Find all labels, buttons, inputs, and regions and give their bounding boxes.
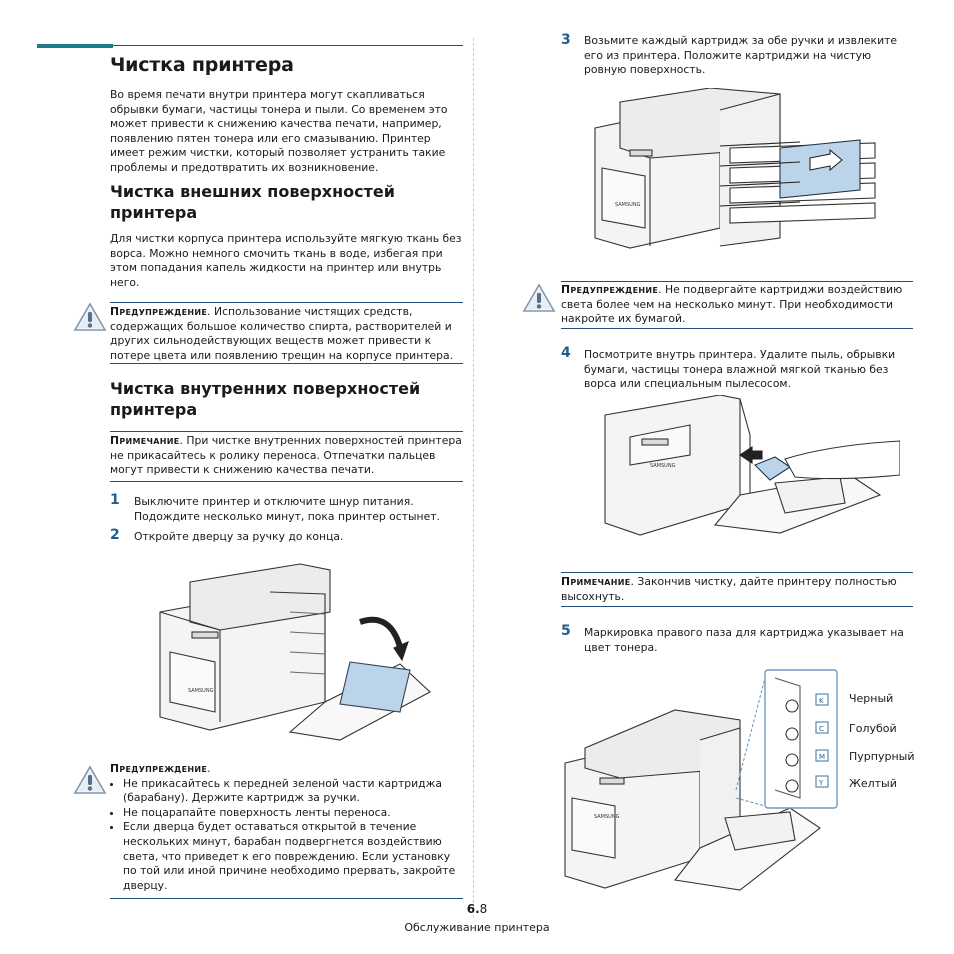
page-title: Чистка принтера bbox=[110, 54, 294, 76]
slot-letter: Y bbox=[818, 779, 824, 787]
slot-letter: K bbox=[819, 697, 824, 705]
slot-label-cyan: Голубой bbox=[849, 722, 897, 735]
figure-clean-inside: SAMSUNG bbox=[604, 395, 900, 536]
warning1-rule-bottom bbox=[110, 363, 463, 364]
external-paragraph: Для чистки корпуса принтера используйте … bbox=[110, 232, 462, 289]
step4-number: 4 bbox=[561, 345, 571, 361]
brand-text: SAMSUNG bbox=[188, 688, 214, 694]
page-number: 6.8 bbox=[427, 902, 527, 916]
note2-rule-top bbox=[561, 572, 913, 573]
header-rule bbox=[113, 45, 463, 46]
note2-text: Примечание. Закончив чистку, дайте принт… bbox=[561, 575, 911, 604]
brand-text: SAMSUNG bbox=[650, 463, 676, 469]
list-item: Не прикасайтесь к передней зеленой части… bbox=[123, 777, 462, 806]
list-item: Если дверца будет оставаться открытой в … bbox=[123, 820, 462, 893]
slot-label-magenta: Пурпурный bbox=[849, 750, 915, 763]
warning1-text: Предупреждение. Использование чистящих с… bbox=[110, 305, 462, 363]
warning3-label: Предупреждение bbox=[561, 283, 659, 296]
footer-section: Обслуживание принтера bbox=[404, 921, 550, 934]
heading-internal: Чистка внутренних поверхностей принтера bbox=[110, 379, 421, 419]
page-number-bold: 6. bbox=[466, 902, 480, 916]
figure-remove-cartridges: SAMSUNG bbox=[594, 88, 876, 249]
figure-slot-markings: SAMSUNG K C M Y bbox=[564, 669, 838, 891]
column-divider bbox=[473, 38, 474, 918]
slot-letter: M bbox=[819, 753, 825, 761]
step2-text: Откройте дверцу за ручку до конца. bbox=[134, 530, 344, 543]
warning3-rule-top bbox=[561, 281, 913, 282]
note1-rule-top bbox=[110, 431, 463, 432]
warning1-body: . Использование чистящих средств, содерж… bbox=[110, 305, 454, 362]
note2-rule-bottom bbox=[561, 606, 913, 607]
warning-icon bbox=[522, 283, 556, 312]
warning-icon bbox=[73, 765, 107, 794]
brand-text: SAMSUNG bbox=[615, 202, 641, 208]
warning3-text: Предупреждение. Не подвергайте картриджи… bbox=[561, 283, 911, 327]
warning2-rule-bottom bbox=[110, 898, 463, 899]
warning1-rule-top bbox=[110, 302, 463, 303]
figure-printer-door-open: SAMSUNG bbox=[159, 563, 431, 741]
step3-text: Возьмите каждый картридж за обе ручки и … bbox=[584, 34, 898, 77]
step5-number: 5 bbox=[561, 623, 571, 639]
header-accent-bar bbox=[37, 44, 113, 48]
step1-number: 1 bbox=[110, 492, 120, 508]
slot-label-yellow: Желтый bbox=[849, 777, 897, 790]
slot-letter: C bbox=[819, 725, 824, 733]
note1-label: Примечание bbox=[110, 434, 180, 447]
warning3-body: . Не подвергайте картриджи воздействию с… bbox=[561, 283, 903, 326]
warning2-list: Не прикасайтесь к передней зеленой части… bbox=[110, 777, 462, 894]
page-number-value: 8 bbox=[479, 902, 488, 916]
step5-text: Маркировка правого паза для картриджа ук… bbox=[584, 626, 904, 654]
note1-text: Примечание. При чистке внутренних поверх… bbox=[110, 434, 462, 478]
slot-label-black: Черный bbox=[849, 692, 894, 705]
warning1-label: Предупреждение bbox=[110, 305, 208, 318]
note1-body: . При чистке внутренних поверхностей при… bbox=[110, 434, 462, 477]
step4-text: Посмотрите внутрь принтера. Удалите пыль… bbox=[584, 348, 896, 391]
step1-text: Выключите принтер и отключите шнур питан… bbox=[134, 495, 440, 523]
heading-external: Чистка внешних поверхностей принтера bbox=[110, 182, 395, 222]
brand-text: SAMSUNG bbox=[594, 814, 620, 820]
warning2-label: Предупреждение bbox=[110, 762, 208, 775]
warning-icon bbox=[73, 302, 107, 331]
note2-label: Примечание bbox=[561, 575, 631, 588]
warning2-dot: . bbox=[207, 762, 211, 775]
intro-paragraph: Во время печати внутри принтера могут ск… bbox=[110, 88, 448, 174]
step3-number: 3 bbox=[561, 32, 571, 48]
note1-rule-bottom bbox=[110, 481, 463, 482]
step2-number: 2 bbox=[110, 527, 120, 543]
warning2-heading: Предупреждение. bbox=[110, 762, 462, 777]
list-item: Не поцарапайте поверхность ленты перенос… bbox=[123, 806, 462, 821]
warning2-block: Предупреждение. Не прикасайтесь к передн… bbox=[110, 762, 462, 893]
warning3-rule-bottom bbox=[561, 328, 913, 329]
note2-body: . Закончив чистку, дайте принтеру полнос… bbox=[561, 575, 897, 603]
